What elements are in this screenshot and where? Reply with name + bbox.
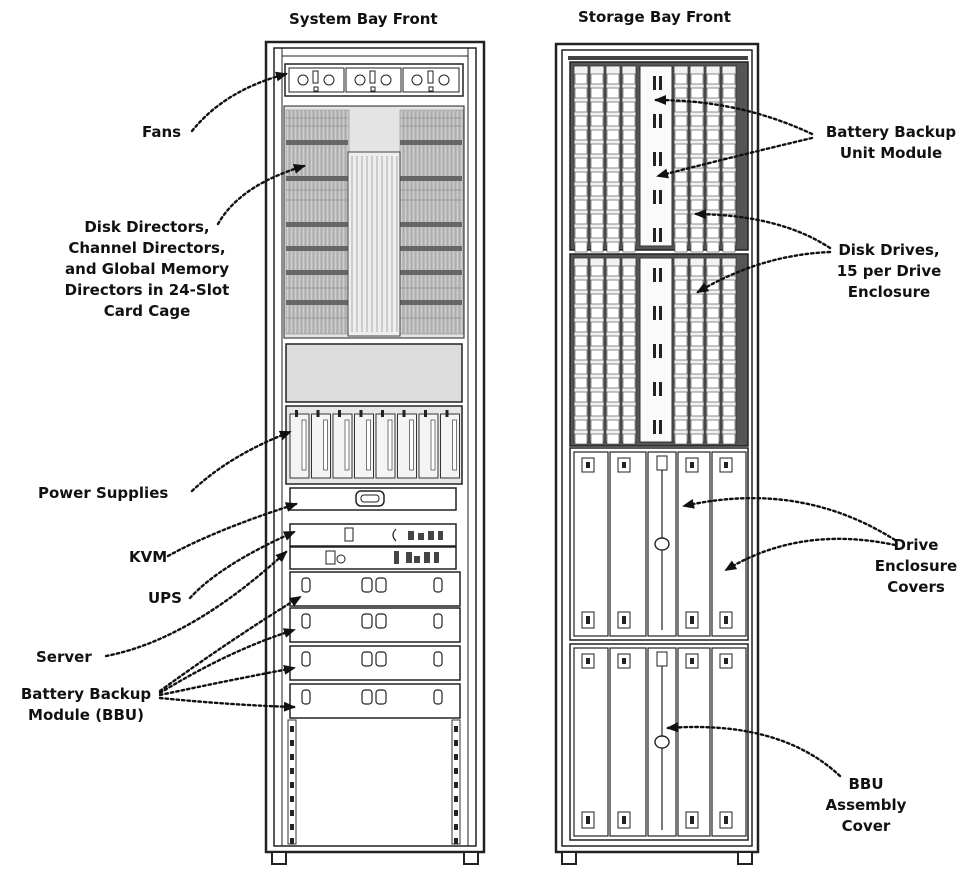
system-bay <box>266 42 484 864</box>
power-supplies-label: Power Supplies <box>38 483 168 504</box>
blank-panel <box>286 344 462 402</box>
drive-enclosure-upper <box>570 62 748 252</box>
drive-enclosure-lower <box>570 254 748 446</box>
drive-enclosure-covers-label: Drive Enclosure Covers <box>866 535 966 598</box>
drive-enclosure-covers <box>570 448 748 640</box>
storage-bay <box>556 44 758 864</box>
directors-label: Disk Directors, Channel Directors, and G… <box>36 217 258 322</box>
fans-unit <box>285 64 463 96</box>
disk-drives-label: Disk Drives, 15 per Drive Enclosure <box>826 240 952 303</box>
ups-unit <box>290 524 456 546</box>
fans-label: Fans <box>142 122 181 143</box>
card-cage <box>284 106 464 338</box>
battery-backup-unit-label: Battery Backup Unit Module <box>816 122 966 164</box>
kvm-unit <box>290 488 456 510</box>
bbu-module-label: Battery Backup Module (BBU) <box>6 684 166 726</box>
ups-label: UPS <box>148 588 182 609</box>
kvm-label: KVM <box>129 547 167 568</box>
bbu-assembly-cover-label: BBU Assembly Cover <box>816 774 916 837</box>
callout-arrows <box>106 74 895 776</box>
server-label: Server <box>36 647 92 668</box>
bbu-assembly-covers <box>570 644 748 840</box>
power-supplies-unit <box>286 406 462 484</box>
server-unit <box>290 547 456 569</box>
